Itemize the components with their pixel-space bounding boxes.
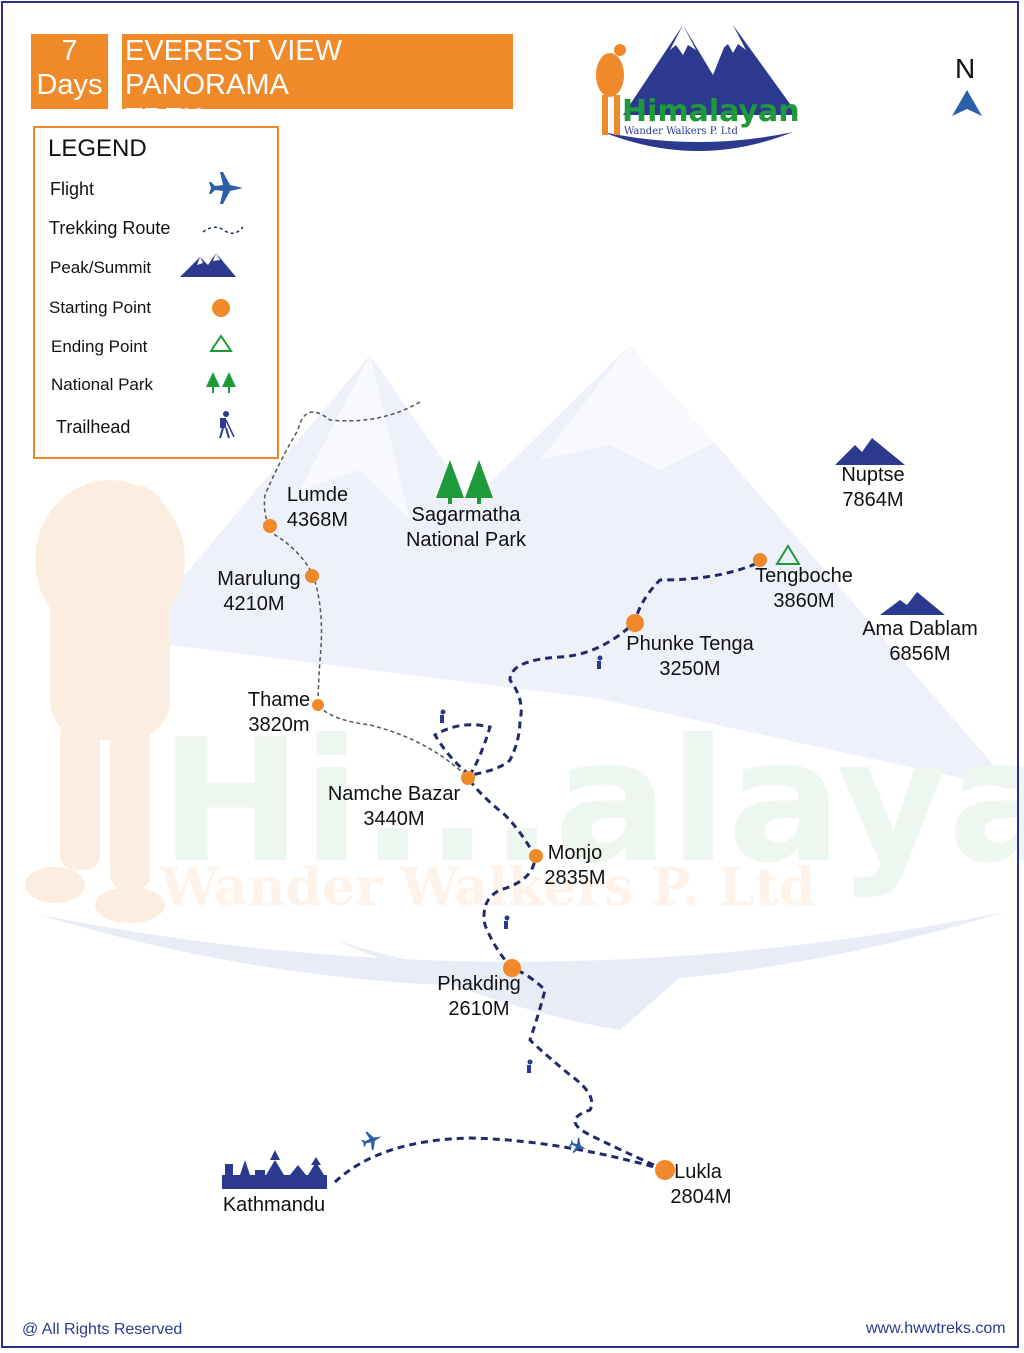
legend-item-park: National Park <box>51 375 154 394</box>
place-name: Phakding <box>437 973 521 995</box>
logo-subtitle: Wander Walkers P. Ltd <box>624 126 738 137</box>
marker-lukla <box>655 1160 675 1180</box>
legend-icons <box>180 172 244 439</box>
place-monjo: Monjo 2835M <box>540 841 610 891</box>
days-number: 7 <box>61 35 78 67</box>
place-name: Monjo <box>547 842 603 864</box>
legend-item-trailhead: Trailhead <box>56 417 131 437</box>
place-tengboche: Tengboche 3860M <box>750 564 858 614</box>
marker-lumde <box>263 519 277 533</box>
marker-phunke <box>626 614 644 632</box>
legend-box <box>33 126 279 459</box>
trailhead-hiker-icon <box>440 655 603 1073</box>
svg-text:Wander Walkers P. Ltd: Wander Walkers P. Ltd <box>159 857 815 918</box>
place-altitude: 3440M <box>363 808 425 830</box>
place-name: Marulung <box>217 568 301 590</box>
kathmandu-skyline-icon <box>222 1150 327 1189</box>
trek-title: EVEREST VIEW PANORAMA TREK <box>122 34 513 135</box>
flight-route <box>333 1136 666 1184</box>
place-altitude: 6856M <box>889 643 951 665</box>
title-line-1: EVEREST VIEW PANORAMA <box>125 35 343 101</box>
place-sagarmatha: Sagarmatha National Park <box>395 503 537 553</box>
rights-text: @ All Rights Reserved <box>22 1321 183 1338</box>
legend-item-peak: Peak/Summit <box>50 258 152 277</box>
place-name: Ama Dablam <box>862 618 978 640</box>
company-logo <box>596 25 798 151</box>
place-lumde: Lumde 4368M <box>275 483 360 533</box>
place-name: Thame <box>247 689 311 711</box>
place-marulung: Marulung 4210M <box>210 567 308 617</box>
orange-dot-icon <box>212 299 230 317</box>
place-subtitle: National Park <box>405 529 527 551</box>
mountain-icon <box>180 253 236 277</box>
trek-route <box>432 560 761 1172</box>
marker-marulung <box>305 569 319 583</box>
hiker-icon <box>219 411 235 439</box>
marker-tengboche <box>753 553 767 567</box>
place-name: Tengboche <box>755 565 853 587</box>
ending-point-icon <box>775 544 801 565</box>
marker-thame <box>312 699 324 711</box>
ama-dablam-mountain-icon <box>880 592 945 615</box>
legend-item-route: Trekking Route <box>49 218 171 238</box>
place-thame: Thame 3820m <box>240 688 318 738</box>
website-link[interactable]: www.hwwtreks.com <box>866 1320 1006 1337</box>
legend-title: LEGEND <box>48 135 147 162</box>
place-altitude: 2835M <box>544 867 606 889</box>
place-name: Nuptse <box>841 464 905 486</box>
dashed-line-icon <box>202 226 244 234</box>
legend-item-start: Starting Point <box>49 298 152 317</box>
place-name: Namche Bazar <box>327 783 461 805</box>
nuptse-mountain-icon <box>835 438 905 465</box>
marker-namche <box>461 771 475 785</box>
logo-hiker-icon <box>596 44 626 135</box>
plane-icon <box>209 172 243 204</box>
days-label: Days <box>36 69 103 101</box>
green-triangle-icon <box>209 334 233 352</box>
national-park-tree-icon <box>436 460 493 504</box>
place-nuptse: Nuptse 7864M <box>830 463 916 513</box>
logo-name: Himalayan <box>622 94 800 129</box>
flight-plane-icon <box>361 1131 382 1151</box>
place-name: Kathmandu <box>222 1194 326 1216</box>
place-altitude: 7864M <box>842 489 904 511</box>
place-namche-bazar: Namche Bazar 3440M <box>320 782 468 832</box>
legend-item-flight: Flight <box>50 179 95 199</box>
place-phunke-tenga: Phunke Tenga 3250M <box>620 632 760 682</box>
place-name: Sagarmatha <box>411 504 521 526</box>
place-altitude: 2610M <box>448 998 510 1020</box>
place-name: Phunke Tenga <box>626 633 754 655</box>
place-kathmandu: Kathmandu <box>212 1193 336 1218</box>
place-altitude: 3250M <box>659 658 721 680</box>
place-altitude: 3820m <box>248 714 310 736</box>
place-altitude: 4368M <box>286 509 349 531</box>
marker-monjo <box>529 849 543 863</box>
days-badge: 7 Days <box>31 34 108 109</box>
svg-text:Hi...alayan: Hi...alayan <box>160 703 1024 901</box>
place-altitude: 4210M <box>223 593 285 615</box>
flight-plane-icon-2 <box>568 1137 586 1154</box>
place-lukla: Lukla 2804M <box>665 1160 737 1210</box>
place-phakding: Phakding 2610M <box>430 972 528 1022</box>
marker-phakding <box>503 959 521 977</box>
tree-icon <box>206 372 236 393</box>
place-name: Lumde <box>286 484 349 506</box>
side-route-thame-lumde <box>263 401 469 779</box>
place-ama-dablam: Ama Dablam 6856M <box>855 617 985 667</box>
place-name: Lukla <box>674 1161 722 1183</box>
place-altitude: 2804M <box>670 1186 732 1208</box>
north-arrow-icon <box>952 90 982 116</box>
north-label: N <box>955 53 976 84</box>
legend-item-end: Ending Point <box>51 337 148 356</box>
place-altitude: 3860M <box>773 590 835 612</box>
